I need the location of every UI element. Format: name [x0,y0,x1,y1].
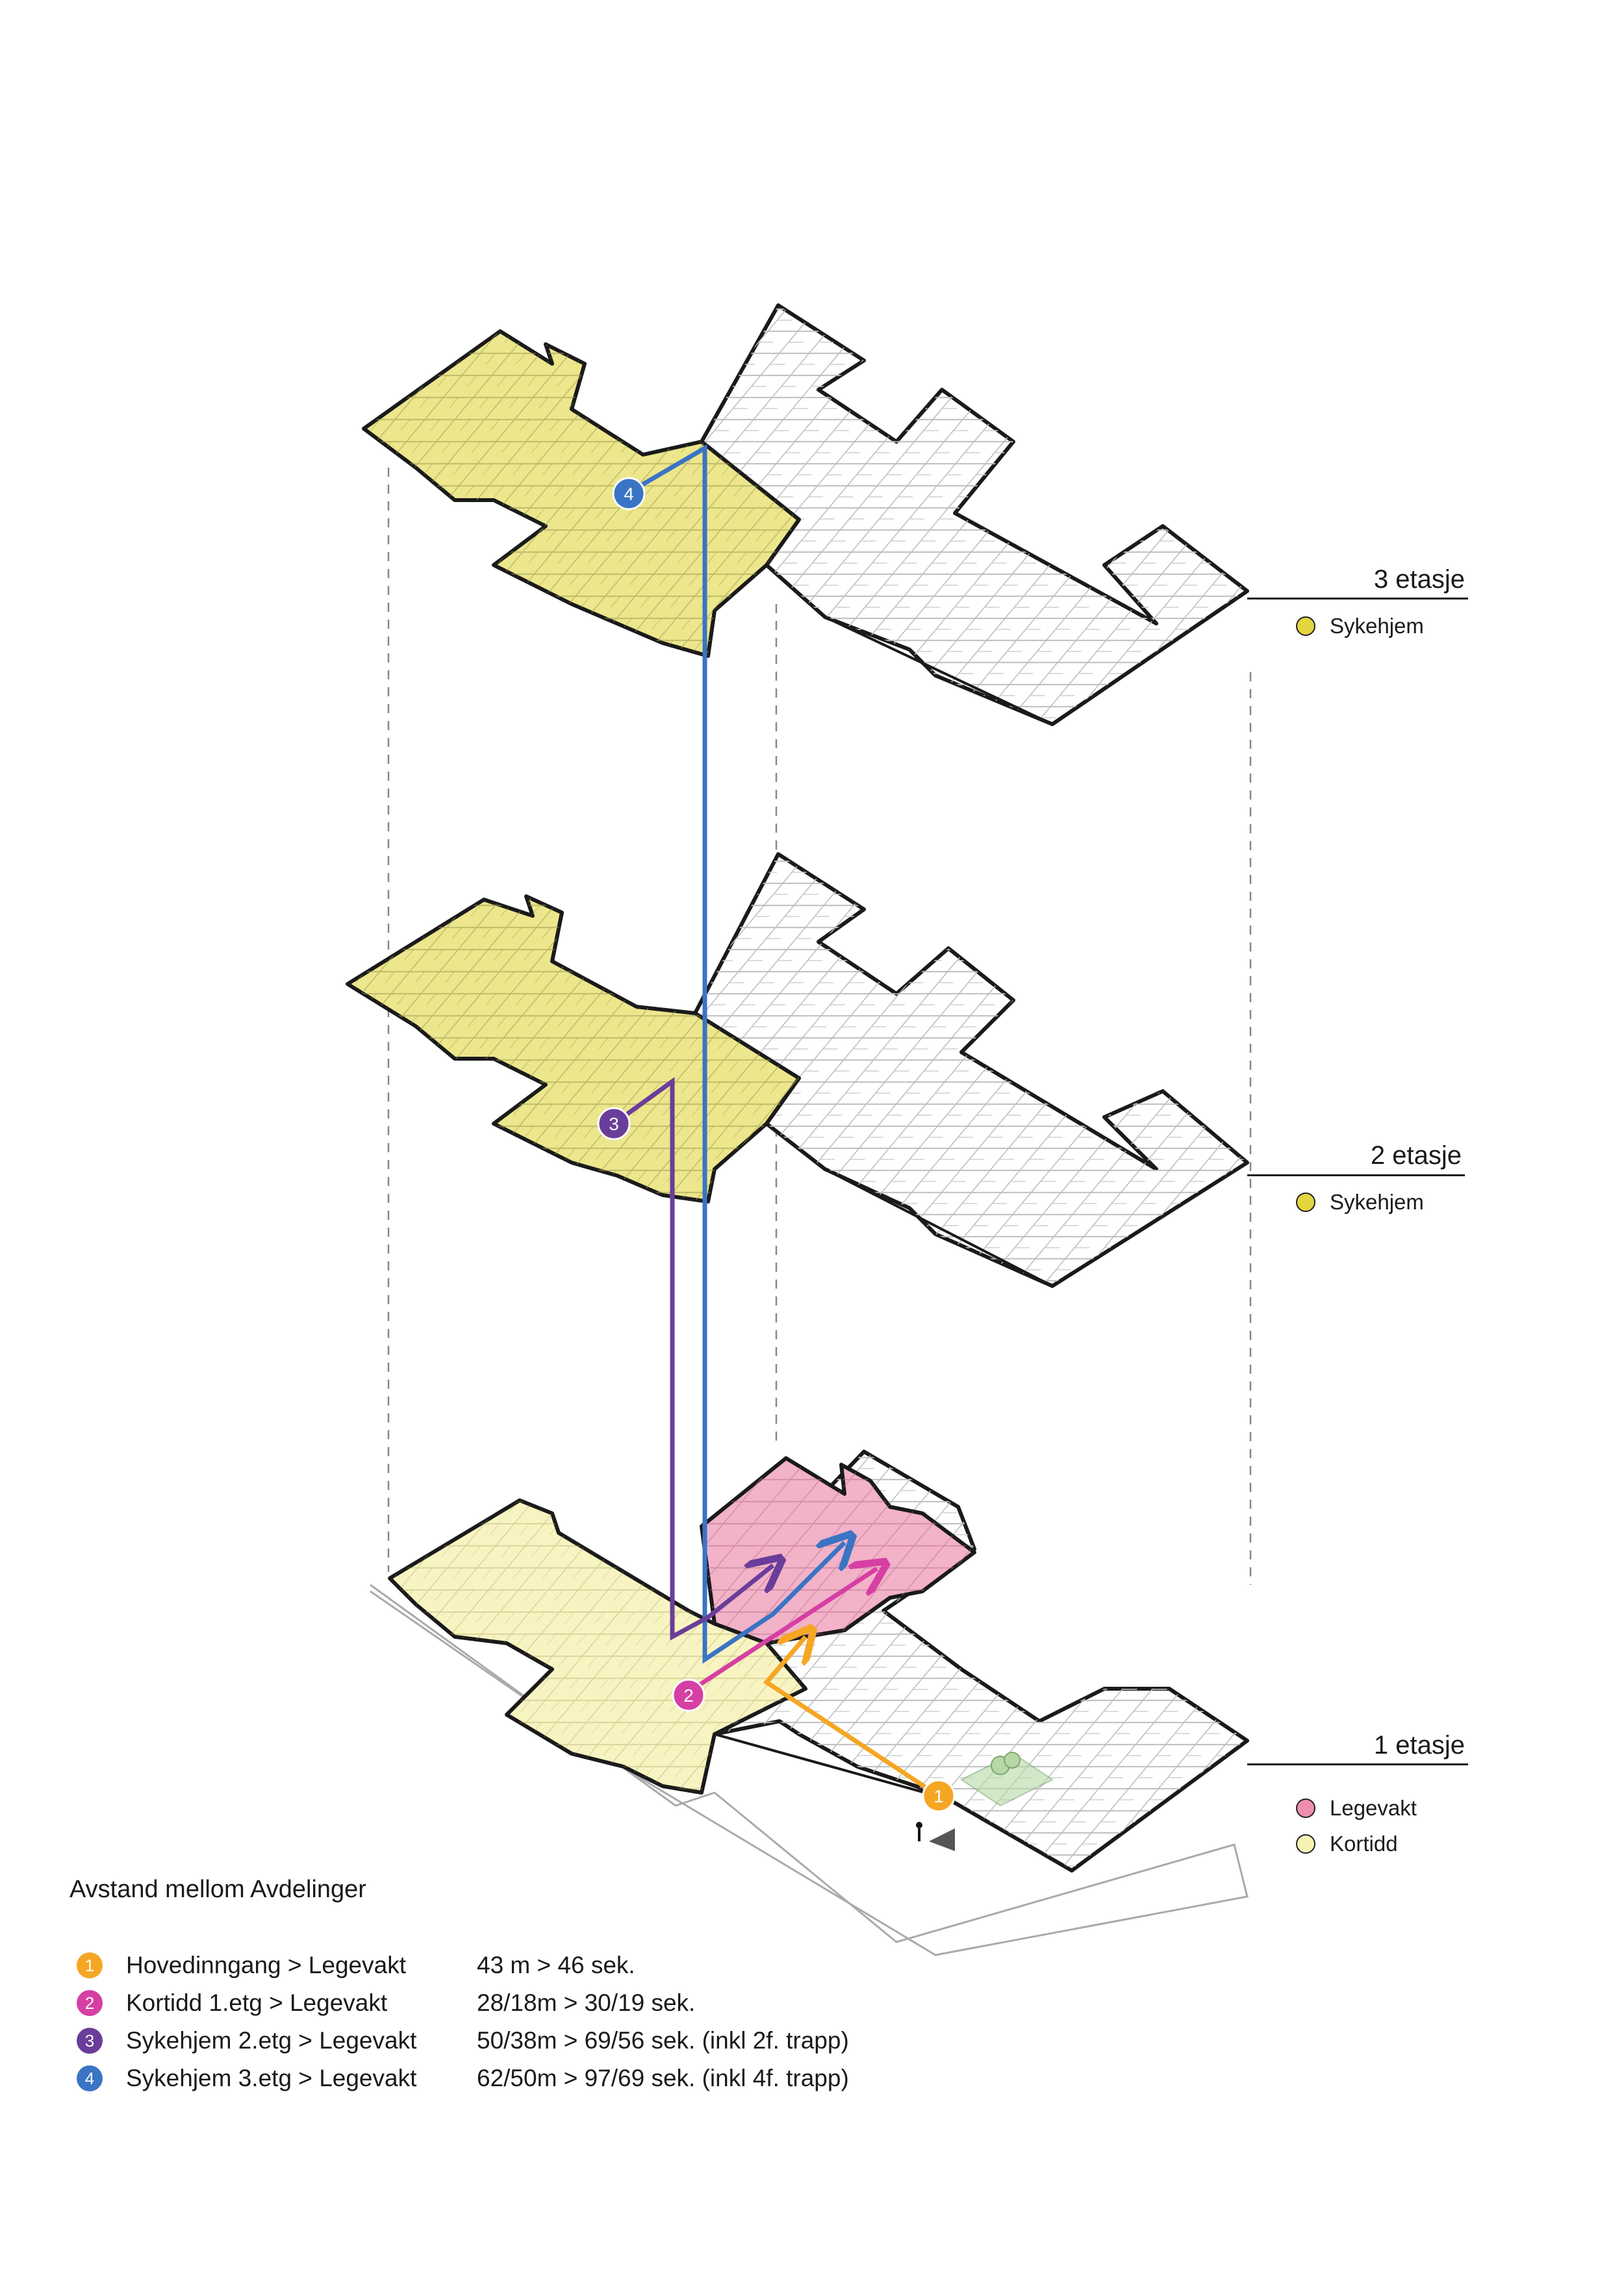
route-badge-4: 4 [612,477,646,511]
route-value: 50/38m > 69/56 sek. (inkl 2f. trapp) [477,2027,849,2054]
floor-1-legend-kortidd: Kortidd [1296,1832,1398,1856]
route-value: 43 m > 46 sek. [477,1952,635,1978]
route-badge-3: 3 [597,1107,631,1141]
legend-label: Kortidd [1330,1832,1398,1856]
floor-1-plan [370,1450,1249,1956]
floor-3-rule [1247,598,1468,599]
floor-3-plan [362,303,1249,726]
legend-label: Legevakt [1330,1796,1417,1820]
floor-1-rule [1247,1763,1468,1765]
kortidd-swatch [1296,1834,1315,1854]
route-name: Sykehjem 2.etg > Legevakt [126,2027,417,2054]
svg-text:2: 2 [683,1685,694,1706]
floor-2-rule [1247,1174,1465,1176]
route-name: Kortidd 1.etg > Legevakt [126,1989,388,2016]
route-3-path [612,1077,773,1641]
legend-label: Sykehjem [1330,1190,1424,1214]
floor-3-legend-sykehjem: Sykehjem [1296,614,1424,638]
floor-2-legend-sykehjem: Sykehjem [1296,1190,1424,1215]
route-badge-1: 1 [922,1779,956,1813]
distance-title: Avstand mellom Avdelinger [70,1876,366,1903]
legend-label: Sykehjem [1330,614,1424,638]
route-number-badge: 2 [77,1990,103,2016]
route-number-badge: 4 [77,2065,103,2091]
floor-3-label: 3 etasje [1373,565,1465,594]
route-badge-2: 2 [672,1678,705,1712]
route-number-badge: 1 [77,1952,103,1978]
legevakt-swatch [1296,1798,1315,1818]
floor-1-site-outline [370,1583,1249,1956]
entrance-marker [916,1822,955,1851]
floor-1-legend-legevakt: Legevakt [1296,1796,1417,1821]
sykehjem-swatch [1296,1192,1315,1212]
svg-text:3: 3 [609,1114,619,1134]
route-value: 28/18m > 30/19 sek. [477,1989,696,2016]
svg-text:1: 1 [933,1786,944,1806]
floor-2-plan [346,852,1249,1288]
route-4-path [626,444,844,1664]
route-1-path [763,1637,940,1798]
sykehjem-swatch [1296,616,1315,636]
route-row-1: 1 Hovedinngang > Legevakt 43 m > 46 sek. [77,1952,635,1979]
route-number-badge: 3 [77,2028,103,2054]
floor-1-label: 1 etasje [1373,1731,1465,1760]
floor-2-label: 2 etasje [1370,1141,1462,1170]
route-value: 62/50m > 97/69 sek. (inkl 4f. trapp) [477,2065,849,2091]
route-row-3: 3 Sykehjem 2.etg > Legevakt 50/38m > 69/… [77,2027,849,2054]
route-row-4: 4 Sykehjem 3.etg > Legevakt 62/50m > 97/… [77,2065,849,2092]
vertical-guide-lines [387,468,1252,1585]
route-name: Hovedinngang > Legevakt [126,1952,406,1978]
route-name: Sykehjem 3.etg > Legevakt [126,2065,417,2091]
route-row-2: 2 Kortidd 1.etg > Legevakt 28/18m > 30/1… [77,1989,695,2017]
svg-text:4: 4 [624,484,634,504]
courtyard-trees [960,1752,1054,1807]
